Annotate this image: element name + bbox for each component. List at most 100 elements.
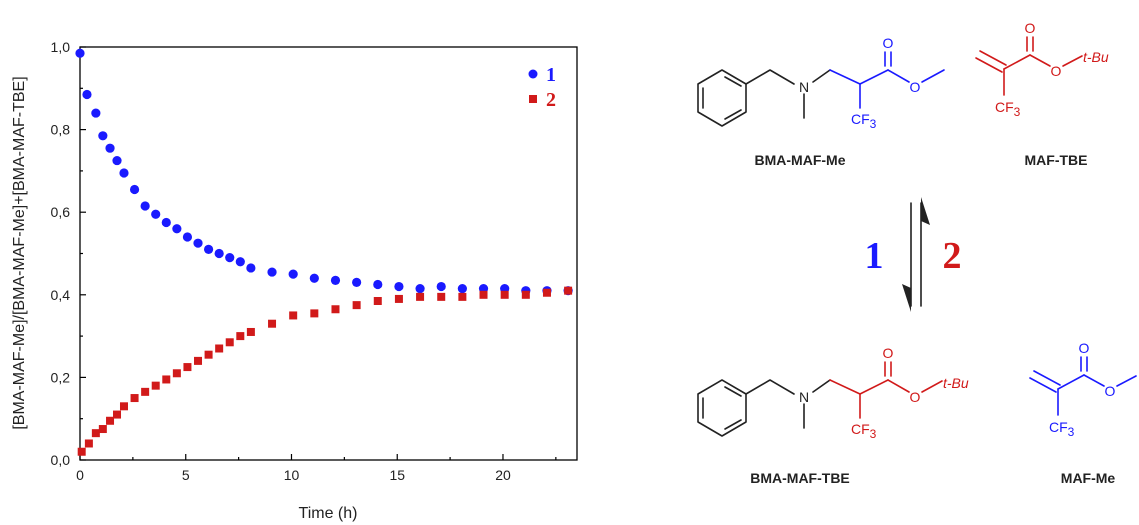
data-point-series-2 bbox=[84, 439, 93, 448]
n-ch2-bond-left bbox=[812, 69, 831, 83]
data-point-series-1 bbox=[161, 217, 171, 228]
carbonyl-oxygen: O bbox=[883, 35, 894, 51]
ester-oxygen: O bbox=[1051, 63, 1062, 79]
tbu-bond bbox=[1062, 55, 1083, 67]
cf3-group: CF3 bbox=[851, 111, 877, 131]
legend-marker-series-1 bbox=[528, 69, 538, 79]
data-point-series-2 bbox=[352, 301, 361, 310]
data-point-series-1 bbox=[203, 244, 214, 254]
carbonyl-oxygen: O bbox=[883, 345, 894, 361]
plot-frame bbox=[79, 46, 578, 461]
nitrogen-atom: N bbox=[799, 389, 809, 405]
forward-arrow-head bbox=[902, 284, 911, 312]
tbu-bond bbox=[921, 380, 943, 393]
methyl-bond bbox=[1116, 375, 1137, 387]
x-tick-label: 5 bbox=[182, 467, 190, 483]
data-point-series-2 bbox=[215, 344, 224, 353]
data-point-series-2 bbox=[521, 290, 530, 299]
data-point-series-2 bbox=[458, 292, 467, 301]
equilibrium-arrows: 1 2 bbox=[865, 197, 962, 312]
data-point-series-2 bbox=[77, 447, 86, 456]
data-point-series-1 bbox=[193, 238, 203, 248]
data-point-series-2 bbox=[194, 356, 203, 365]
maf-backbone bbox=[829, 69, 889, 85]
ester-bond bbox=[887, 379, 910, 393]
maf-backbone bbox=[829, 379, 889, 395]
ester-oxygen: O bbox=[910, 79, 921, 95]
reaction-scheme: N CF3 O O BMA-MAF-Me CF3 O O t-Bu MAF-TB… bbox=[697, 20, 1137, 486]
data-point-series-1 bbox=[267, 267, 277, 277]
data-point-series-1 bbox=[140, 201, 150, 211]
molecule-maf-me: CF3 O O MAF-Me bbox=[1029, 340, 1137, 486]
data-point-series-2 bbox=[98, 425, 107, 434]
y-tick-label: 0,6 bbox=[51, 204, 71, 220]
data-point-series-1 bbox=[309, 273, 319, 283]
y-tick-label: 0,2 bbox=[51, 369, 71, 385]
data-point-series-1 bbox=[82, 89, 92, 100]
data-point-series-1 bbox=[373, 279, 383, 290]
label-maf-tbe: MAF-TBE bbox=[1025, 152, 1088, 168]
data-point-series-2 bbox=[113, 410, 122, 419]
data-point-series-1 bbox=[225, 253, 235, 263]
data-point-series-2 bbox=[542, 288, 551, 297]
y-axis-ticks: 0,0 0,2 0,4 0,6 0,8 1,0 bbox=[51, 39, 86, 468]
molecule-bma-maf-me: N CF3 O O BMA-MAF-Me bbox=[697, 35, 945, 168]
data-point-series-2 bbox=[236, 332, 245, 341]
y-tick-label: 0,0 bbox=[51, 452, 71, 468]
data-point-series-2 bbox=[500, 290, 509, 299]
data-point-series-2 bbox=[268, 319, 277, 328]
data-point-series-1 bbox=[214, 248, 224, 259]
molecule-maf-tbe: CF3 O O t-Bu MAF-TBE bbox=[975, 20, 1109, 168]
data-point-series-2 bbox=[141, 387, 150, 396]
y-axis-title: [BMA-MAF-Me]/[BMA-MAF-Me]+[BMA-MAF-TBE] bbox=[11, 76, 28, 429]
data-point-series-2 bbox=[162, 375, 171, 384]
nitrogen-atom: N bbox=[799, 79, 809, 95]
reverse-arrow-head bbox=[921, 197, 930, 225]
data-point-series-1 bbox=[246, 263, 256, 273]
data-point-series-1 bbox=[235, 257, 245, 267]
alpha-carbon-bond bbox=[1003, 54, 1031, 70]
label-maf-me: MAF-Me bbox=[1061, 470, 1116, 486]
data-point-series-2 bbox=[416, 292, 425, 301]
benzyl-bond bbox=[745, 379, 795, 395]
reverse-reaction-label: 2 bbox=[943, 235, 962, 277]
x-tick-label: 15 bbox=[389, 467, 405, 483]
data-point-series-1 bbox=[129, 184, 140, 195]
series-1 bbox=[75, 48, 573, 296]
vinyl-double-bond bbox=[975, 57, 1003, 73]
ester-bond bbox=[1083, 374, 1105, 387]
data-point-series-2 bbox=[119, 402, 128, 411]
alpha-carbon-bond bbox=[1057, 374, 1085, 390]
ester-bond bbox=[887, 69, 910, 83]
benzyl-bond bbox=[745, 69, 795, 85]
legend-marker-series-2 bbox=[529, 95, 537, 103]
series-2 bbox=[77, 286, 573, 456]
data-point-series-2 bbox=[225, 338, 234, 347]
data-point-series-2 bbox=[564, 286, 573, 295]
ester-oxygen: O bbox=[1105, 383, 1116, 399]
data-point-series-2 bbox=[183, 363, 192, 372]
legend: 1 2 bbox=[528, 64, 556, 111]
data-point-series-1 bbox=[119, 168, 129, 178]
molecule-bma-maf-tbe: N CF3 O O t-Bu BMA-MAF-TBE bbox=[697, 345, 969, 486]
data-point-series-1 bbox=[91, 108, 101, 118]
data-point-series-1 bbox=[394, 281, 404, 292]
data-point-series-2 bbox=[373, 296, 382, 305]
carbonyl-oxygen: O bbox=[1079, 340, 1090, 356]
label-bma-maf-me: BMA-MAF-Me bbox=[755, 152, 846, 168]
tbu-group: t-Bu bbox=[943, 375, 969, 391]
data-point-series-1 bbox=[75, 48, 85, 58]
cf3-group: CF3 bbox=[1049, 419, 1075, 439]
y-tick-label: 0,4 bbox=[51, 287, 71, 303]
forward-reaction-label: 1 bbox=[865, 235, 884, 277]
data-point-series-1 bbox=[330, 275, 341, 285]
cf3-group: CF3 bbox=[995, 99, 1021, 119]
y-tick-label: 0,8 bbox=[51, 122, 71, 138]
y-tick-label: 1,0 bbox=[51, 39, 71, 55]
data-point-series-1 bbox=[457, 284, 467, 294]
data-point-series-2 bbox=[106, 416, 115, 425]
benzene-ring bbox=[697, 379, 747, 437]
data-point-series-2 bbox=[479, 290, 488, 299]
